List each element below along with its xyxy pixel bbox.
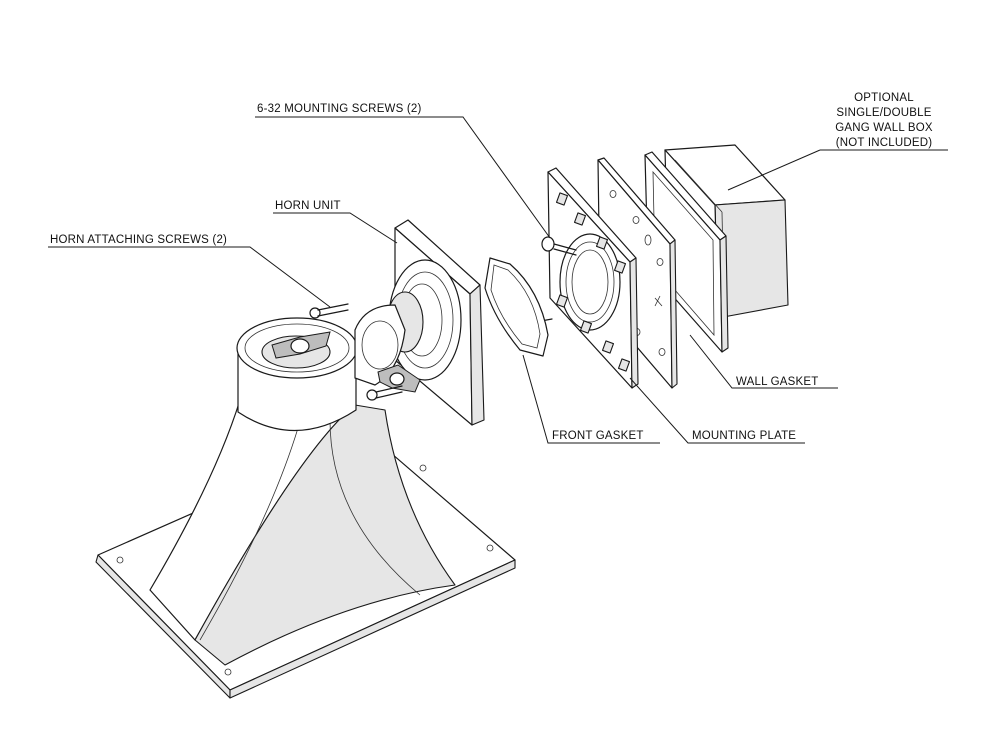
front-gasket-part bbox=[484, 257, 549, 357]
label-mounting-screws: 6-32 MOUNTING SCREWS (2) bbox=[257, 103, 422, 115]
mounting-bracket bbox=[530, 167, 639, 389]
label-wall-box-line3: GANG WALL BOX bbox=[835, 122, 933, 134]
elbow-adapter bbox=[354, 304, 406, 386]
label-wall-box-line2: SINGLE/DOUBLE bbox=[836, 107, 931, 119]
label-horn-attaching-screws: HORN ATTACHING SCREWS (2) bbox=[50, 234, 227, 246]
label-wall-box-line1: OPTIONAL bbox=[854, 92, 914, 104]
label-mounting-plate: MOUNTING PLATE bbox=[692, 430, 796, 442]
leader-lines bbox=[48, 116, 948, 444]
wing-nut-top bbox=[271, 331, 331, 359]
horn-bell bbox=[95, 317, 516, 699]
attaching-screws bbox=[309, 303, 403, 401]
label-wall-box-line4: (NOT INCLUDED) bbox=[836, 137, 933, 149]
label-wall-gasket: WALL GASKET bbox=[736, 376, 819, 388]
label-horn-unit: HORN UNIT bbox=[275, 200, 341, 212]
wing-nut-bottom bbox=[377, 364, 421, 393]
label-front-gasket: FRONT GASKET bbox=[552, 430, 644, 442]
